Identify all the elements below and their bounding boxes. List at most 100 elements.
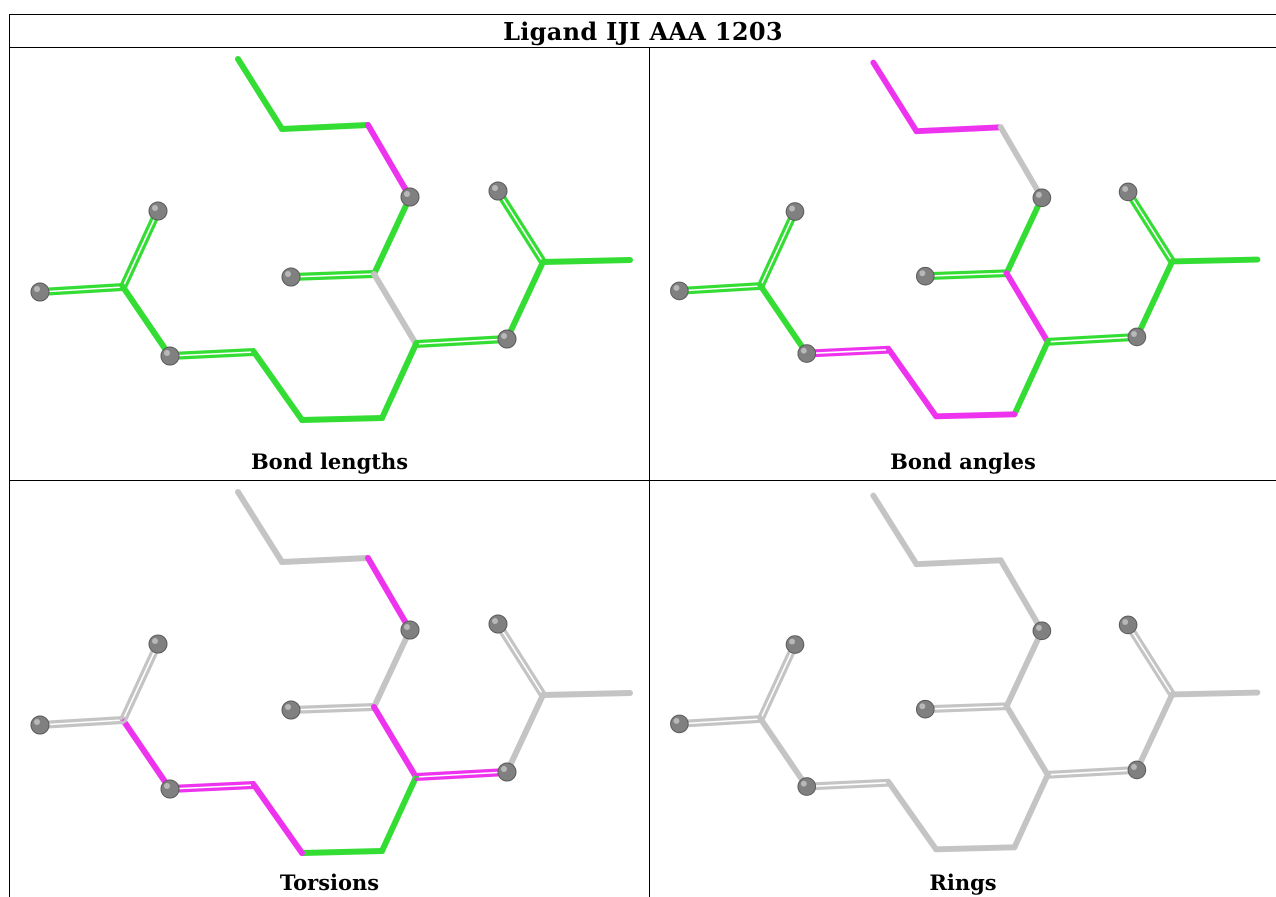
bond-line bbox=[120, 284, 173, 359]
bond-line bbox=[123, 210, 162, 290]
atom-highlight bbox=[492, 618, 498, 624]
atom-highlight bbox=[404, 624, 410, 630]
atom-sphere bbox=[915, 699, 935, 719]
bond-line bbox=[1003, 703, 1051, 778]
panel-caption: Rings bbox=[929, 870, 997, 895]
bond-line bbox=[923, 269, 1009, 276]
bond-line bbox=[886, 346, 940, 420]
bond-line bbox=[923, 274, 1009, 281]
panel-caption: Bond angles bbox=[890, 449, 1036, 474]
atom-sphere bbox=[497, 329, 517, 349]
atom-highlight bbox=[285, 704, 291, 710]
bond-line bbox=[1169, 256, 1261, 265]
bond-line bbox=[168, 348, 256, 356]
bond-line bbox=[494, 190, 543, 265]
atom-sphere bbox=[30, 715, 50, 735]
bond-line bbox=[1124, 624, 1172, 698]
atom-highlight bbox=[1131, 764, 1137, 770]
bond-line bbox=[365, 122, 413, 200]
atom-sphere bbox=[670, 714, 689, 734]
atom-sphere bbox=[30, 282, 50, 302]
atom-highlight bbox=[789, 205, 795, 212]
atom-sphere bbox=[1127, 327, 1147, 347]
atom-highlight bbox=[164, 350, 170, 356]
bond-line bbox=[913, 557, 1004, 568]
bond-line bbox=[123, 643, 162, 723]
atom-highlight bbox=[152, 638, 158, 644]
panel-grid: Bond lengths Bond angles Torsions Rings bbox=[9, 47, 1276, 897]
bond-line bbox=[805, 778, 891, 786]
bond-line bbox=[168, 352, 256, 360]
bond-line bbox=[379, 774, 419, 854]
bond-line bbox=[757, 208, 795, 287]
bond-line bbox=[757, 283, 810, 357]
bond-line bbox=[805, 350, 891, 358]
atom-highlight bbox=[501, 333, 507, 339]
atom-sphere bbox=[281, 267, 301, 287]
panel-bond-lengths: Bond lengths bbox=[9, 47, 649, 481]
bond-line bbox=[757, 641, 795, 720]
bond-line bbox=[1128, 189, 1176, 262]
bond-line bbox=[414, 335, 509, 344]
bond-line bbox=[279, 122, 371, 132]
atom-highlight bbox=[34, 286, 40, 292]
bond-line bbox=[371, 271, 419, 347]
atom-sphere bbox=[400, 187, 420, 207]
panel-bond-angles: Bond angles bbox=[649, 47, 1276, 481]
atom-sphere bbox=[1127, 760, 1147, 780]
atom-highlight bbox=[164, 783, 170, 789]
bond-line bbox=[1046, 770, 1139, 779]
panel-caption: Torsions bbox=[279, 870, 380, 895]
atom-sphere bbox=[148, 201, 168, 221]
bond-line bbox=[1011, 338, 1051, 418]
bond-line bbox=[251, 349, 305, 423]
atom-highlight bbox=[919, 270, 926, 277]
bond-line bbox=[1133, 691, 1176, 773]
bond-line bbox=[371, 194, 413, 277]
molecule-diagram bbox=[670, 492, 1261, 853]
atom-sphere bbox=[488, 614, 508, 634]
panel-rings: Rings bbox=[649, 480, 1276, 897]
bond-line bbox=[414, 772, 509, 781]
atom-sphere bbox=[1032, 188, 1052, 208]
bond-line bbox=[997, 557, 1045, 634]
atom-highlight bbox=[800, 347, 807, 354]
bond-line bbox=[289, 707, 376, 714]
bond-line bbox=[38, 720, 125, 729]
bond-line bbox=[235, 56, 285, 132]
atom-highlight bbox=[919, 703, 926, 710]
bond-line bbox=[540, 257, 633, 265]
bond-line bbox=[923, 702, 1009, 709]
bond-line bbox=[923, 707, 1009, 714]
bond-line bbox=[38, 287, 125, 296]
bond-line bbox=[540, 690, 633, 698]
atom-highlight bbox=[285, 271, 291, 277]
atom-highlight bbox=[800, 780, 807, 787]
molecule-diagram bbox=[30, 56, 633, 423]
panel-torsions: Torsions bbox=[9, 480, 649, 897]
bond-line bbox=[371, 704, 419, 780]
bond-line bbox=[805, 783, 891, 791]
bond-line bbox=[38, 716, 125, 725]
bond-line bbox=[494, 623, 543, 698]
figure-title: Ligand IJI AAA 1203 bbox=[9, 14, 1276, 48]
bond-line bbox=[677, 286, 763, 295]
bond-line bbox=[761, 643, 799, 722]
bond-line bbox=[1003, 194, 1045, 277]
bond-line bbox=[299, 848, 385, 856]
bond-line bbox=[289, 703, 376, 710]
atom-sphere bbox=[1032, 621, 1052, 641]
bond-line bbox=[299, 415, 385, 423]
atom-highlight bbox=[152, 205, 158, 211]
atom-highlight bbox=[1122, 619, 1129, 625]
atom-sphere bbox=[148, 634, 168, 654]
atom-sphere bbox=[488, 181, 508, 201]
bond-line bbox=[757, 716, 810, 790]
atom-sphere bbox=[400, 620, 420, 640]
atom-sphere bbox=[1118, 182, 1138, 202]
bond-line bbox=[1046, 333, 1139, 342]
panel-caption: Bond lengths bbox=[250, 449, 409, 474]
atom-highlight bbox=[492, 185, 498, 191]
atom-highlight bbox=[1122, 186, 1129, 192]
